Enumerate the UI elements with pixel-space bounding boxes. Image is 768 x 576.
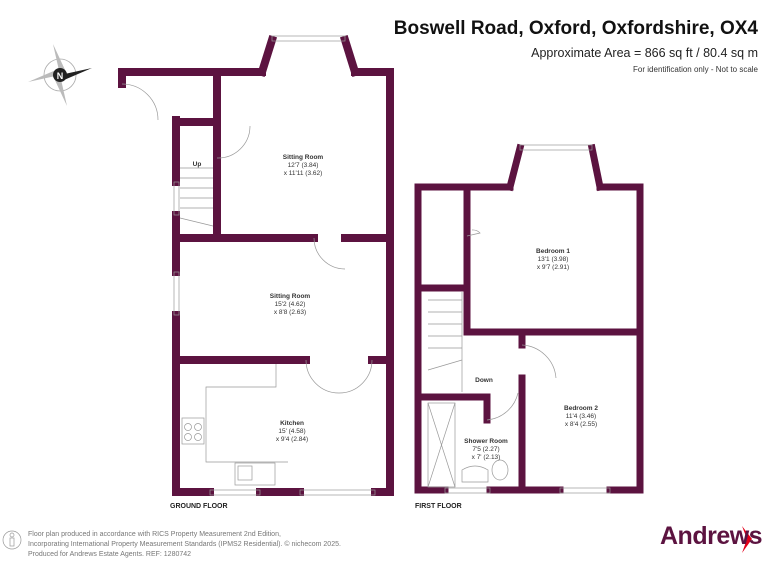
first-floor-plan: Down Bedroom 1 13'1 (3.98) x 9'7 (2.91) …	[414, 143, 644, 510]
footer-notes: Floor plan produced in accordance with R…	[28, 530, 341, 560]
stairs-down-label: Down	[475, 377, 493, 384]
first-floor-label: FIRST FLOOR	[415, 503, 462, 510]
person-icon	[2, 530, 22, 550]
compass-north-label: N	[57, 71, 64, 81]
room-dimension: x 8'4 (2.55)	[565, 421, 597, 428]
property-title: Boswell Road, Oxford, Oxfordshire, OX4	[393, 18, 758, 39]
room-label: Kitchen	[280, 420, 304, 427]
andrews-logo: Andrews	[660, 522, 763, 550]
room-dimension: x 9'7 (2.91)	[537, 264, 569, 271]
room-label: Bedroom 2	[564, 405, 598, 412]
room-label: Sitting Room	[283, 154, 324, 161]
approximate-area: Approximate Area = 866 sq ft / 80.4 sq m	[531, 46, 758, 60]
room-dimension: 7'5 (2.27)	[472, 446, 499, 453]
ground-floor-plan: Up Sitting Room 12'7 (3.84) x 11'11 (3.6…	[118, 34, 394, 510]
room-dimension: 15'2 (4.62)	[275, 301, 306, 308]
ground-floor-label: GROUND FLOOR	[170, 503, 228, 510]
room-label: Shower Room	[464, 438, 508, 445]
room-label: Bedroom 1	[536, 248, 570, 255]
room-dimension: x 11'11 (3.62)	[284, 170, 323, 177]
footer-line: Floor plan produced in accordance with R…	[28, 531, 281, 538]
compass-icon: N	[28, 44, 92, 106]
room-dimension: x 7' (2.13)	[472, 454, 501, 461]
room-dimension: x 8'8 (2.63)	[274, 309, 306, 316]
room-dimension: 12'7 (3.84)	[288, 162, 319, 169]
room-label: Sitting Room	[270, 293, 311, 300]
room-dimension: 13'1 (3.98)	[538, 256, 569, 263]
room-dimension: 15' (4.58)	[278, 428, 305, 435]
footer-line: Incorporating International Property Mea…	[28, 541, 341, 548]
disclaimer-note: For identification only - Not to scale	[633, 65, 758, 74]
room-dimension: 11'4 (3.46)	[566, 413, 596, 420]
room-dimension: x 9'4 (2.84)	[276, 436, 308, 443]
footer-line: Produced for Andrews Estate Agents. REF:…	[28, 551, 192, 558]
logo-arrow-icon	[742, 526, 752, 553]
stairs-up-label: Up	[193, 161, 202, 168]
